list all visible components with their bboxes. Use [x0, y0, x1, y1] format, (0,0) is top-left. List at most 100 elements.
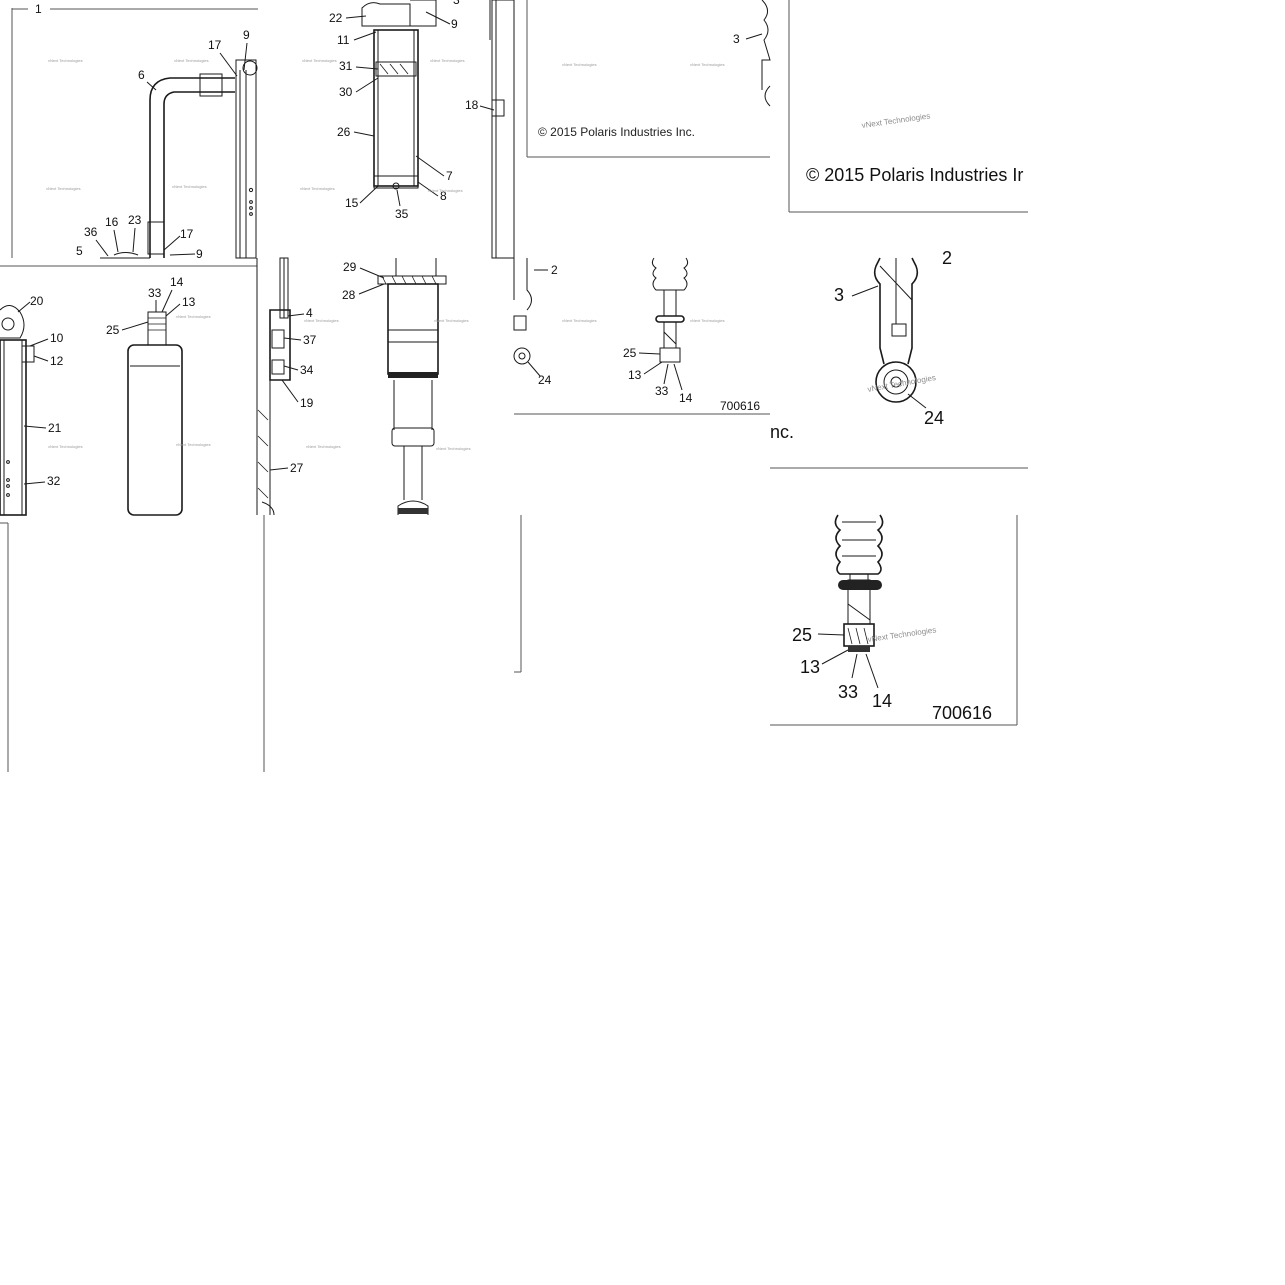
callout-22: 22: [329, 11, 343, 25]
shock-body-left: [0, 339, 27, 516]
watermark: vNext Technologies: [562, 62, 597, 67]
callout-13a: 13: [182, 295, 196, 309]
reservoir-body: [373, 29, 419, 187]
reservoir-cylinder: [127, 344, 183, 516]
callout-26: 26: [337, 125, 351, 139]
callout-9c: 9: [451, 17, 458, 31]
callout-2a: 2: [551, 263, 558, 277]
copyright-text: © 2015 Polaris Industries Inc.: [538, 125, 695, 139]
callout-31: 31: [339, 59, 353, 73]
callout-28: 28: [342, 288, 356, 302]
callout-2b: 2: [942, 248, 952, 268]
damper-body: [387, 283, 439, 375]
mount-eye: [1, 317, 15, 331]
callout-18: 18: [465, 98, 479, 112]
callout-20: 20: [30, 294, 44, 308]
tile-reservoir: 22 3 9 11 31 30 26 7 8 15 35 vNext Techn…: [300, 0, 515, 259]
callout-12: 12: [50, 354, 64, 368]
watermark: vNext Technologies: [172, 184, 207, 189]
watermark: vNext Technologies: [690, 62, 725, 67]
watermark: vNext Technologies: [302, 58, 337, 63]
watermark: vNext Technologies: [46, 186, 81, 191]
callout-17b: 17: [180, 227, 194, 241]
callout-24b: 24: [924, 408, 944, 428]
callout-30: 30: [339, 85, 353, 99]
tile-eyelet-large: nc. 2 3 24 vNext Technologies: [770, 248, 1028, 469]
callout-36: 36: [84, 225, 98, 239]
tile-shaft-large: 25 13 33 14 700616 vNext Technologies: [770, 514, 1018, 726]
callout-34: 34: [300, 363, 314, 377]
watermark: vNext Technologies: [304, 318, 339, 323]
callout-19: 19: [300, 396, 314, 410]
tile-shock-body: 20 10 12 21 32 33 14 13 25 vNext Technol…: [0, 265, 257, 516]
callout-25a: 25: [106, 323, 120, 337]
diagram-number: 700616: [720, 399, 760, 413]
callout-17a: 17: [208, 38, 222, 52]
tile-copyright-large: © 2015 Polaris Industries Ir vNext Techn…: [788, 0, 1028, 213]
callout-21: 21: [48, 421, 62, 435]
bumper-ring: [838, 580, 882, 590]
callout-5: 5: [76, 244, 83, 258]
schrader-valve: [147, 311, 167, 346]
callout-1: 1: [35, 2, 42, 16]
tile-shaft-small: 2 24 25 13 33 14 700616 vNext Technologi…: [513, 257, 770, 415]
callout-14c: 14: [872, 691, 892, 711]
watermark: vNext Technologies: [176, 314, 211, 319]
watermark: vNext Technologies: [428, 188, 463, 193]
copyright-fragment: nc.: [770, 422, 794, 442]
copyright-text: © 2015 Polaris Industries Ir: [806, 165, 1023, 185]
callout-8: 8: [440, 189, 447, 203]
watermark: vNext Technologies: [434, 318, 469, 323]
callout-32: 32: [47, 474, 61, 488]
watermark: vNext Technologies: [306, 444, 341, 449]
watermark: vNext Technologies: [690, 318, 725, 323]
callout-15: 15: [345, 196, 359, 210]
tube-fitting: [199, 73, 223, 97]
callout-33b: 33: [655, 384, 669, 398]
callout-10: 10: [50, 331, 64, 345]
floating-piston: [375, 61, 417, 77]
callout-4: 4: [306, 306, 313, 320]
callout-29: 29: [343, 260, 357, 274]
callout-13b: 13: [628, 368, 642, 382]
top-mount-eye: [242, 60, 258, 76]
tile-copyright-small: © 2015 Polaris Industries Inc. 3 vNext T…: [526, 0, 771, 158]
callout-9a: 9: [243, 28, 250, 42]
callout-25c: 25: [792, 625, 812, 645]
callout-11: 11: [337, 33, 350, 47]
callout-25b: 25: [623, 346, 637, 360]
watermark: vNext Technologies: [430, 58, 465, 63]
watermark: vNext Technologies: [174, 58, 209, 63]
callout-9b: 9: [196, 247, 203, 261]
callout-3c: 3: [834, 285, 844, 305]
watermark: vNext Technologies: [48, 444, 83, 449]
watermark: vNext Technologies: [176, 442, 211, 447]
callout-23: 23: [128, 213, 142, 227]
tile-damper: 4 37 34 19 27 29 28 vNext Technologies v…: [256, 257, 471, 516]
watermark: vNext Technologies: [861, 111, 931, 130]
watermark: vNext Technologies: [436, 446, 471, 451]
watermark: vNext Technologies: [48, 58, 83, 63]
callout-13c: 13: [800, 657, 820, 677]
tile-bottom-empty: [0, 515, 522, 772]
lower-mount-eye: [875, 361, 917, 403]
tube-clamp: [147, 221, 165, 255]
callout-3b: 3: [733, 32, 740, 46]
callout-37: 37: [303, 333, 317, 347]
callout-27: 27: [290, 461, 304, 475]
callout-6: 6: [138, 68, 145, 82]
callout-33a: 33: [148, 286, 162, 300]
watermark: vNext Technologies: [300, 186, 335, 191]
tile-air-tube: 1 17 9 6 16 23 36 5 17 9 vNext Technolog…: [11, 2, 258, 261]
watermark: vNext Technologies: [867, 625, 937, 644]
diagram-number: 700616: [932, 703, 992, 723]
callout-14a: 14: [170, 275, 184, 289]
callout-24a: 24: [538, 373, 552, 387]
callout-16: 16: [105, 215, 119, 229]
watermark: vNext Technologies: [562, 318, 597, 323]
callout-35: 35: [395, 207, 409, 221]
callout-14b: 14: [679, 391, 693, 405]
callout-33c: 33: [838, 682, 858, 702]
callout-3a: 3: [453, 0, 460, 7]
